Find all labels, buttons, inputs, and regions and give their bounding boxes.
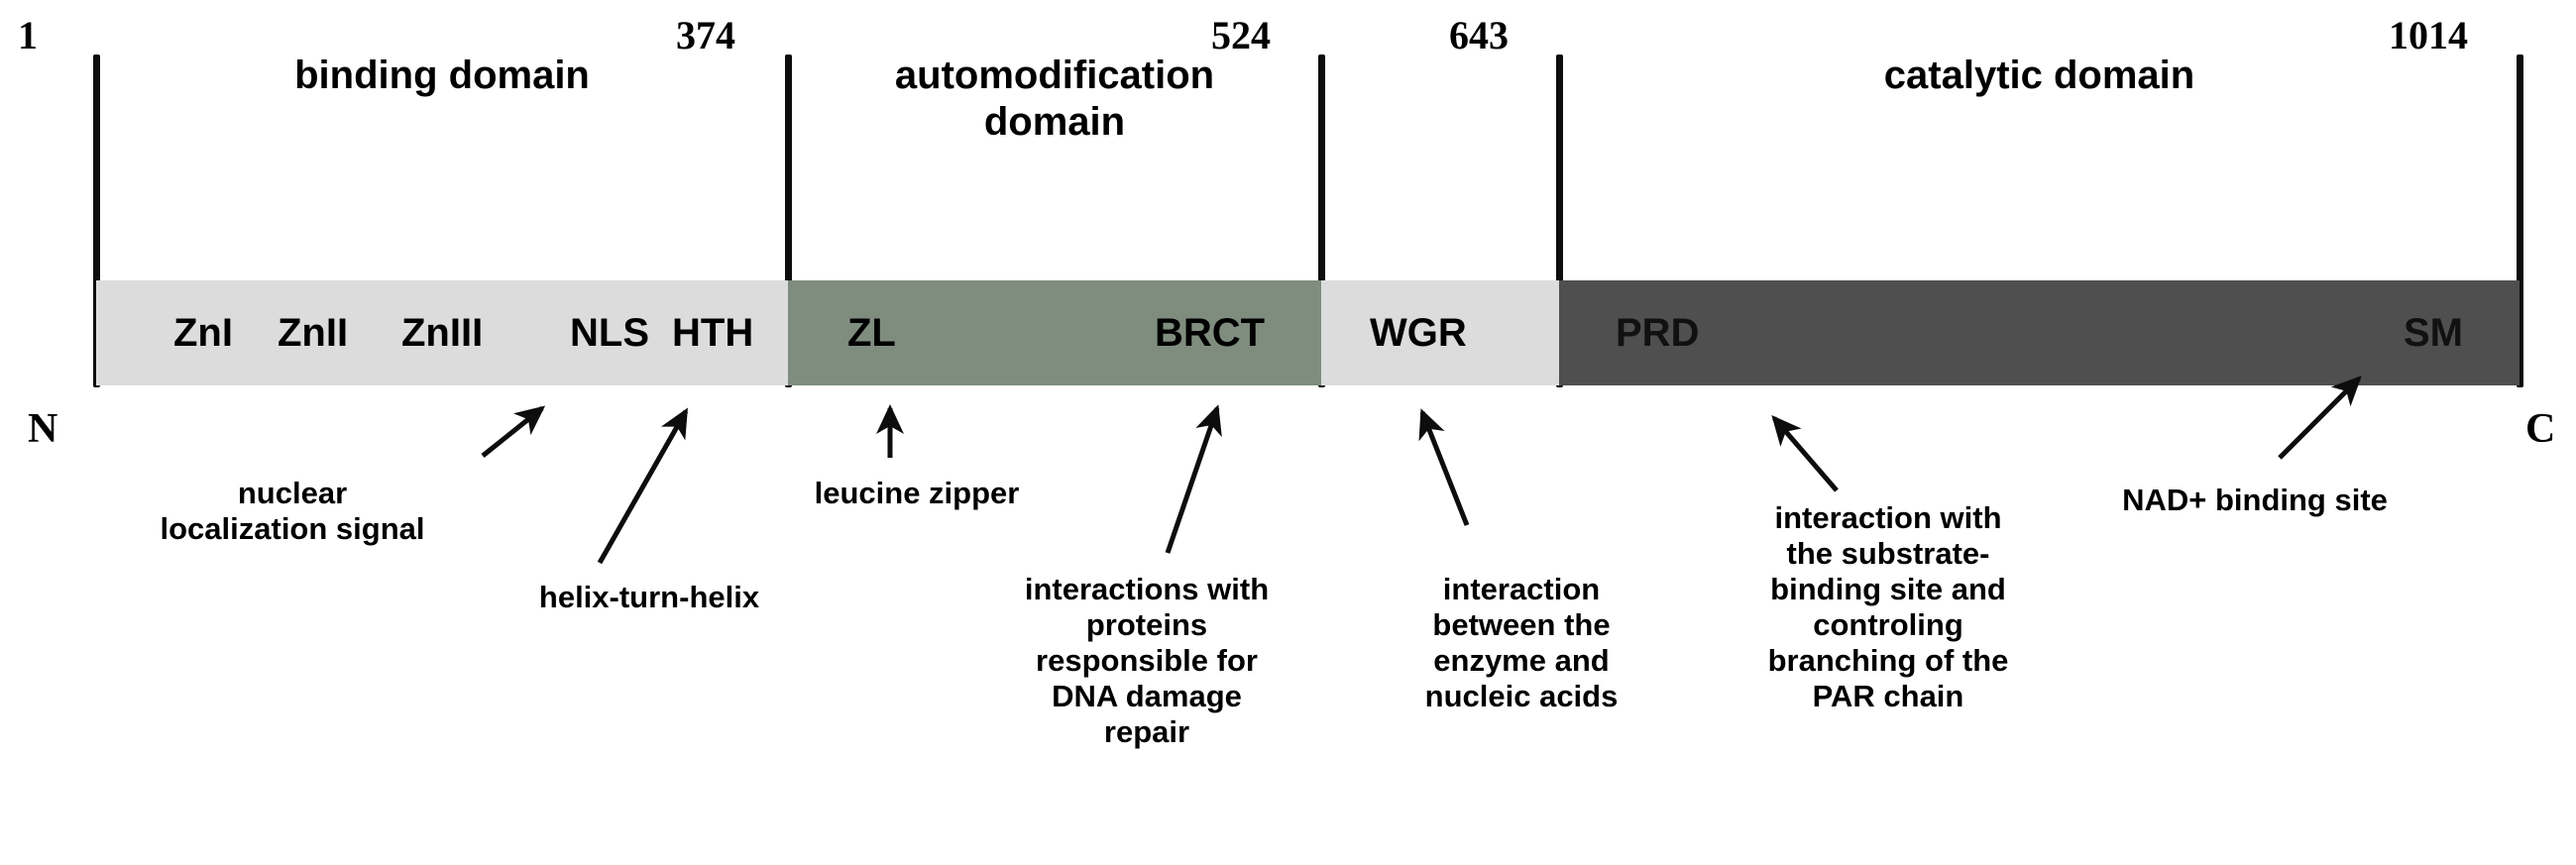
annotation-helix-turn-helix: helix-turn-helix: [538, 580, 760, 614]
arrow-enzyme-nucleic-acid: [1418, 408, 1470, 526]
annotation-leucine-zipper: leucine zipper: [814, 476, 1020, 510]
segment-label-prd: PRD: [1616, 311, 1700, 355]
residue-label-524: 524: [1211, 13, 1271, 57]
boundary-tick-524: [1318, 54, 1325, 387]
boundary-tick-643: [1556, 54, 1563, 387]
annotation-substrate-binding-par-branching: interaction with the substrate- binding …: [1767, 500, 2009, 713]
segment-label-znI: ZnI: [173, 311, 233, 355]
annotation-dna-damage-repair-proteins: interactions with proteins responsible f…: [1024, 572, 1270, 749]
residue-label-374: 374: [676, 13, 735, 57]
arrow-helix-turn-helix: [597, 407, 689, 565]
boundary-tick-1014: [2517, 54, 2523, 387]
segment-label-hth: HTH: [672, 311, 754, 355]
segment-label-wgr: WGR: [1370, 311, 1467, 355]
boundary-tick-1: [93, 54, 100, 387]
group-caption-automodification-domain: automodification domain: [894, 54, 1215, 145]
residue-label-1: 1: [18, 13, 38, 57]
annotation-nuclear-localization-signal: nuclear localization signal: [160, 476, 425, 546]
segment-label-zl: ZL: [847, 311, 896, 355]
n-terminus-label: N: [28, 406, 58, 452]
group-caption-catalytic-domain: catalytic domain: [1883, 54, 2195, 97]
segment-label-znII: ZnII: [278, 311, 349, 355]
segment-label-sm: SM: [2404, 311, 2463, 355]
arrow-nuclear-localization-signal: [481, 405, 546, 458]
segment-n-terminal-dna-binding: [96, 280, 788, 385]
segment-wgr: [1321, 280, 1559, 385]
segment-label-nls: NLS: [570, 311, 649, 355]
residue-label-643: 643: [1449, 13, 1509, 57]
residue-label-1014: 1014: [2389, 13, 2468, 57]
annotation-enzyme-nucleic-acid-interaction: interaction between the enzyme and nucle…: [1424, 572, 1619, 713]
segment-label-znIII: ZnIII: [401, 311, 484, 355]
arrow-nad-binding-site: [2278, 376, 2362, 460]
group-caption-binding-domain: binding domain: [294, 54, 590, 97]
segment-catalytic: [1559, 280, 2520, 385]
annotation-nad-binding-site: NAD+ binding site: [2122, 483, 2388, 517]
segment-automodification: [788, 280, 1321, 385]
segment-label-brct: BRCT: [1155, 311, 1266, 355]
arrow-dna-damage-repair-proteins: [1165, 404, 1222, 554]
arrow-substrate-binding-par: [1771, 414, 1839, 492]
c-terminus-label: C: [2525, 406, 2556, 452]
boundary-tick-374: [785, 54, 792, 387]
